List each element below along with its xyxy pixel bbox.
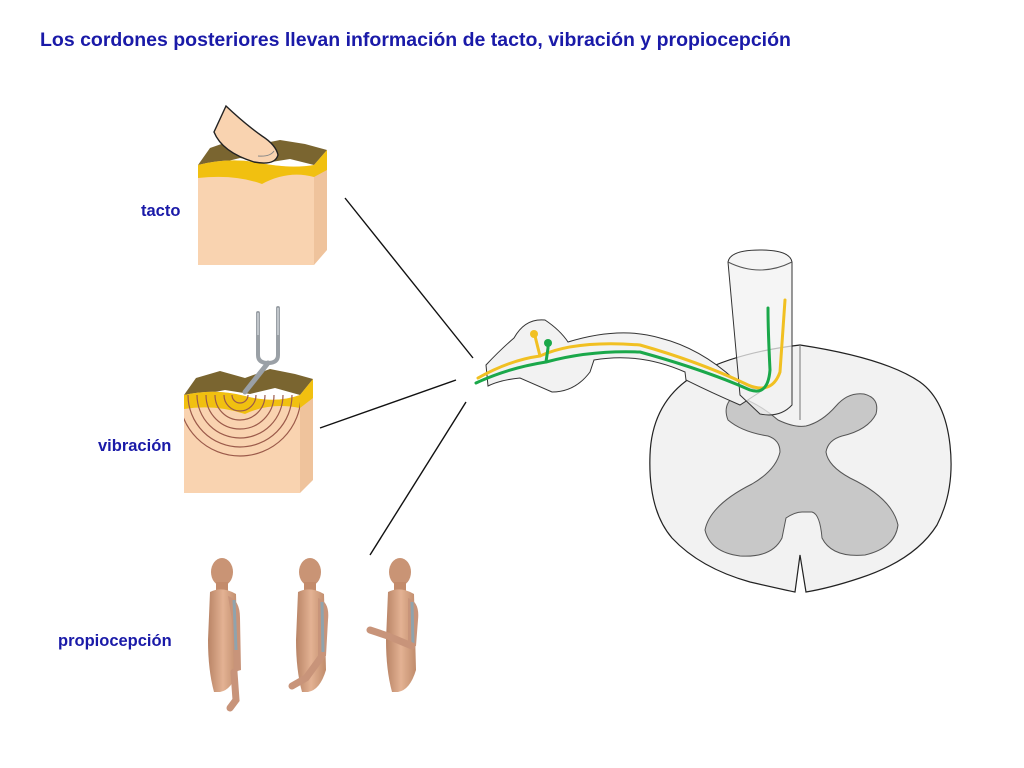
spinal-cord-section [485, 249, 952, 593]
skin-block-touch [198, 104, 327, 265]
human-figure-icon [366, 558, 419, 692]
label-proprioception: propiocepción [58, 632, 172, 650]
connector-lines [319, 197, 474, 556]
fiber-green [474, 306, 772, 393]
vibration-waves [184, 395, 300, 457]
slide-title: Los cordones posteriores llevan informac… [40, 29, 791, 51]
human-figure-icon [208, 558, 241, 712]
label-vibration: vibración [98, 437, 172, 455]
tuning-fork-icon [242, 306, 280, 395]
fiber-yellow [476, 298, 787, 390]
skin-block-vibration [184, 306, 313, 493]
nerve-fibers [474, 298, 787, 393]
proprioception-figures [208, 558, 419, 712]
human-figure-icon [288, 558, 329, 692]
label-touch: tacto [141, 202, 181, 220]
finger-icon [213, 104, 279, 164]
